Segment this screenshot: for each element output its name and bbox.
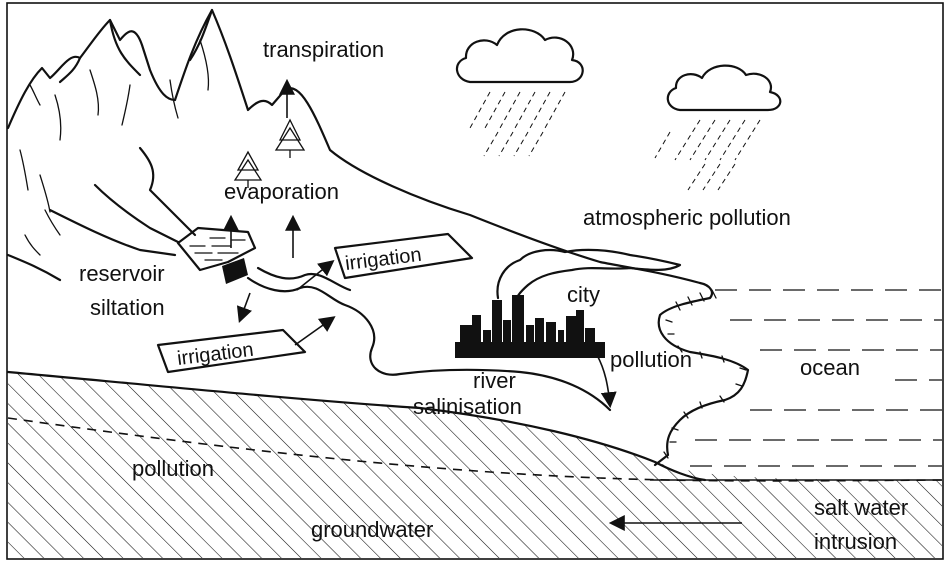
coastline-line: [653, 281, 750, 467]
ocean-wave-icon: [690, 289, 942, 467]
cloud-icon: [456, 28, 782, 112]
cliff-hatch: [663, 289, 747, 459]
smoke-icon: [496, 248, 682, 307]
label-intrusion: intrusion: [814, 529, 897, 554]
label-transpiration: transpiration: [263, 37, 384, 62]
label-groundwater: groundwater: [311, 517, 433, 542]
label-irrigation-upper: irrigation: [344, 244, 423, 275]
irrigation-sign-upper: [333, 232, 474, 280]
label-pollution-ground: pollution: [132, 456, 214, 481]
mountain-icon: [6, 8, 702, 285]
rain-icon: [469, 91, 761, 191]
irrigation-sign-lower: [156, 328, 307, 374]
river-line: [246, 276, 612, 412]
label-siltation: siltation: [90, 295, 165, 320]
label-salinisation: salinisation: [413, 394, 522, 419]
city-skyline-icon: [455, 295, 605, 358]
arrow-icon: [223, 78, 742, 531]
label-city: city: [567, 282, 600, 307]
label-ocean: ocean: [800, 355, 860, 380]
label-pollution-city: pollution: [610, 347, 692, 372]
label-reservoir: reservoir: [79, 261, 165, 286]
label-evaporation: evaporation: [224, 179, 339, 204]
dam-icon: [222, 258, 248, 284]
label-irrigation-lower: irrigation: [176, 339, 255, 370]
river-bank-upper: [256, 266, 352, 292]
reservoir-icon: [176, 226, 257, 272]
label-atmospheric-pollution: atmospheric pollution: [583, 205, 791, 230]
label-salt-water: salt water: [814, 495, 908, 520]
tree-icon: [233, 118, 306, 188]
groundwater-hatch-area: [8, 372, 942, 558]
groundwater-table-line: [7, 417, 943, 482]
label-river: river: [473, 368, 516, 393]
diagram-frame: [6, 2, 944, 560]
